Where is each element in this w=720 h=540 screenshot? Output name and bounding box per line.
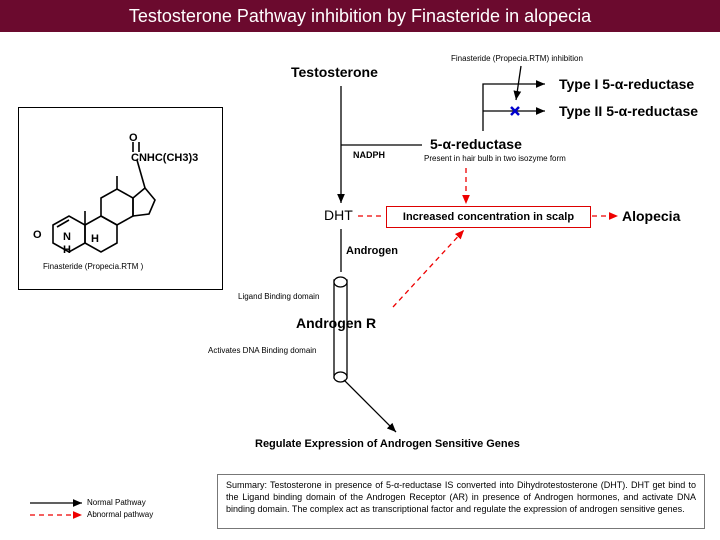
svg-text:H: H [91, 233, 99, 245]
ligand-label: Ligand Binding domain [238, 292, 320, 301]
inhibition-note: Finasteride (Propecia.RTM) inhibition [451, 54, 583, 63]
inhibition-x-icon [510, 106, 520, 116]
node-type2: Type II 5-α-reductase [559, 103, 699, 119]
isozyme-branch [482, 80, 545, 131]
legend-abnormal: Abnormal pathway [87, 510, 154, 519]
node-dht: DHT [324, 207, 353, 223]
page-title: Testosterone Pathway inhibition by Finas… [0, 0, 720, 32]
svg-text:N: N [63, 231, 71, 243]
svg-text:O: O [33, 229, 42, 241]
androgen-label: Androgen [346, 245, 398, 257]
nadph-label: NADPH [353, 150, 386, 160]
summary-box: Summary: Testosterone in presence of 5-α… [217, 474, 705, 529]
molecule-caption: Finasteride (Propecia.RTM ) [43, 262, 144, 271]
finasteride-structure-panel: O CNHC(CH3)3 O N H H Finasteride (Propec… [18, 107, 223, 290]
svg-text:O: O [129, 132, 138, 144]
node-scalp: Increased concentration in scalp [386, 206, 591, 228]
svg-text:CNHC(CH3)3: CNHC(CH3)3 [131, 152, 198, 164]
inhibition-arrow [513, 65, 522, 101]
node-reductase: 5-α-reductase [430, 136, 522, 152]
reductase-note: Present in hair bulb in two isozyme form [424, 154, 566, 163]
dna-label: Activates DNA Binding domain [208, 346, 317, 355]
finasteride-molecule-icon: O CNHC(CH3)3 O N H H [33, 132, 198, 256]
node-androgen-r: Androgen R [296, 315, 377, 331]
node-alopecia: Alopecia [622, 208, 681, 224]
to-genes-arrow [343, 379, 397, 433]
node-type1: Type I 5-α-reductase [559, 76, 695, 92]
node-regulate: Regulate Expression of Androgen Sensitiv… [255, 438, 520, 450]
node-testosterone: Testosterone [291, 64, 378, 80]
svg-text:H: H [63, 244, 71, 256]
legend-normal: Normal Pathway [87, 498, 146, 507]
